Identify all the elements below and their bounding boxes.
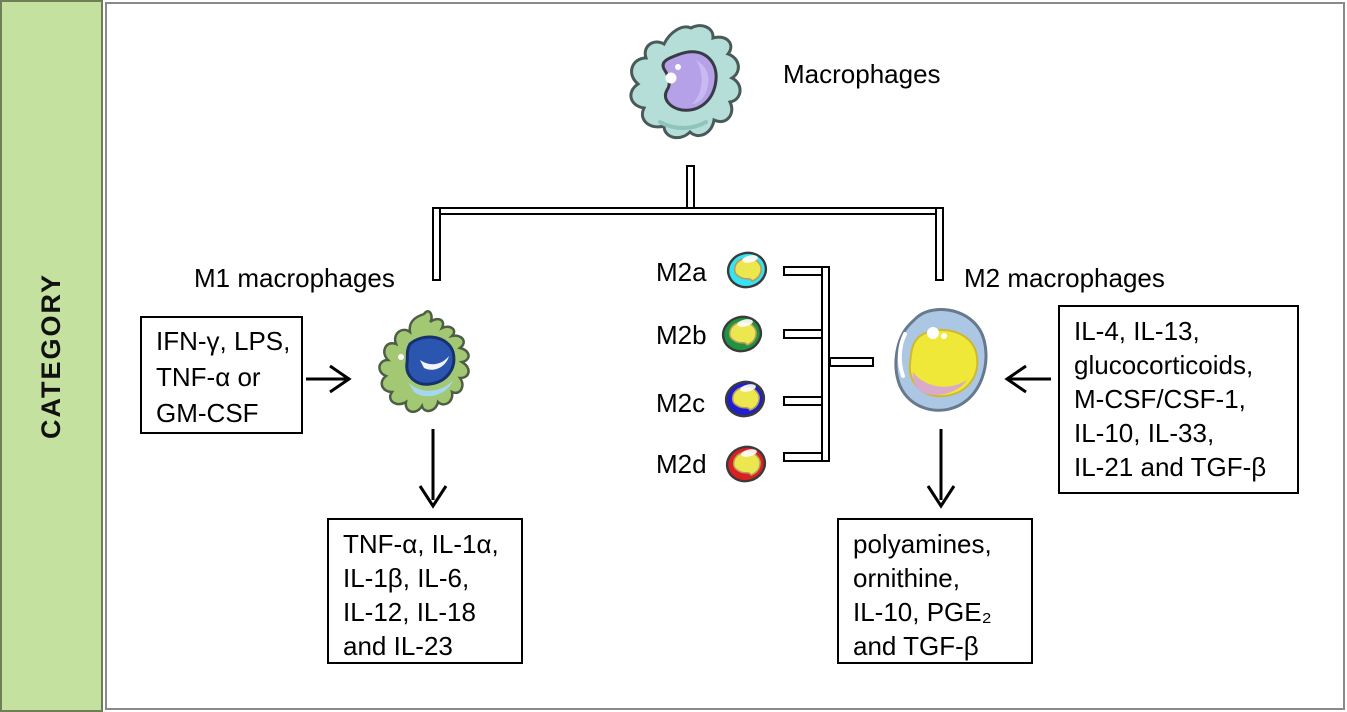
macrophage-cell-icon bbox=[629, 24, 742, 140]
m2-nucleus bbox=[908, 328, 979, 398]
m2a-label: M2a bbox=[656, 257, 707, 287]
m2c-label: M2c bbox=[656, 388, 706, 418]
m2-macrophage-cell-icon bbox=[894, 308, 988, 412]
m1-macrophages-label: M1 macrophages bbox=[194, 263, 395, 293]
m2d-label: M2d bbox=[656, 449, 707, 479]
m1-stimuli-box: IFN-γ, LPS, TNF-α or GM-CSF bbox=[140, 316, 303, 434]
category-label: CATEGORY bbox=[36, 272, 66, 439]
m1-macrophage-cell-icon bbox=[378, 310, 470, 414]
m2a-cell-icon bbox=[726, 251, 768, 289]
m2-products-box: polyamines, ornithine, IL-10, PGE₂ and T… bbox=[837, 518, 1033, 664]
connector-bracket-to-m2 bbox=[829, 357, 874, 367]
m2-stimuli-box: IL-4, IL-13, glucocorticoids, M-CSF/CSF-… bbox=[1058, 305, 1299, 494]
m2-macrophages-label: M2 macrophages bbox=[964, 263, 1165, 293]
macrophages-label: Macrophages bbox=[783, 59, 941, 89]
connector-branch-left bbox=[432, 207, 441, 281]
connector-branch-right bbox=[935, 207, 944, 281]
m1-nucleus bbox=[405, 335, 456, 386]
m2b-label: M2b bbox=[656, 320, 707, 350]
category-sidebar: CATEGORY bbox=[0, 0, 103, 712]
connector-root-stem bbox=[686, 165, 695, 211]
m2c-cell-icon bbox=[724, 380, 766, 418]
connector-branch-bar bbox=[432, 207, 944, 215]
m2d-cell-icon bbox=[725, 445, 767, 483]
m1-products-box: TNF-α, IL-1α, IL-1β, IL-6, IL-12, IL-18 … bbox=[327, 518, 523, 664]
m2b-cell-icon bbox=[721, 315, 763, 353]
